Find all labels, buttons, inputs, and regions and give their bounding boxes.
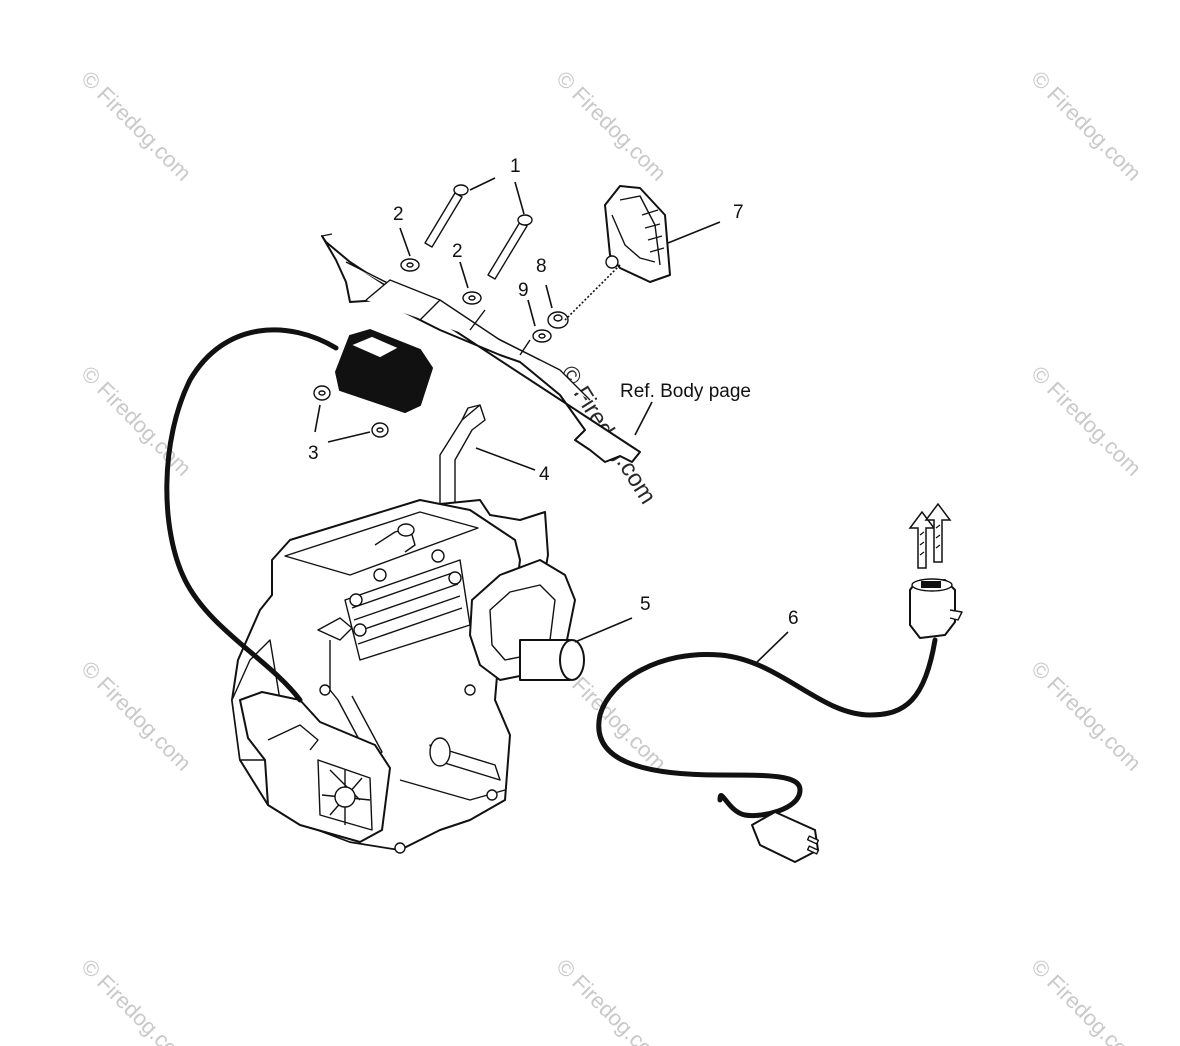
nut-upper <box>313 385 331 401</box>
watermark: © Firedog.com <box>551 66 671 186</box>
watermark: © Firedog.com <box>76 66 196 186</box>
starter-button-icon <box>604 185 671 283</box>
screw-right <box>487 214 533 280</box>
nut-8 <box>547 311 569 329</box>
screw-left <box>424 184 469 248</box>
callout-1: 1 <box>510 156 521 177</box>
watermark: © Firedog.com <box>76 361 196 481</box>
leader-lines <box>314 177 789 666</box>
watermark: © Firedog.com <box>76 954 196 1046</box>
watermark: © Firedog.com <box>1026 361 1146 481</box>
washer-9 <box>532 329 552 343</box>
double-up-arrow-icon <box>908 502 952 569</box>
callout-labels: 1 2 2 3 4 5 6 7 8 9 Ref. Body page <box>308 156 799 629</box>
electric-starter-icon <box>239 691 391 843</box>
callout-6: 6 <box>788 608 799 629</box>
watermark: © Firedog.com <box>76 656 196 776</box>
callout-2: 2 <box>452 241 463 262</box>
watermark: © Firedog.com <box>1026 656 1146 776</box>
nut-lower <box>371 422 389 438</box>
starter-lever <box>439 404 486 506</box>
starter-motor-block <box>334 328 434 414</box>
watermark: © Firedog.com <box>551 954 671 1046</box>
callout-9: 9 <box>518 280 529 301</box>
callout-3: 3 <box>308 443 319 464</box>
watermark: © Firedog.com <box>1026 66 1146 186</box>
callout-8: 8 <box>536 256 547 277</box>
callout-7: 7 <box>733 202 744 223</box>
starter-wire <box>164 327 339 703</box>
extension-cord-icon <box>596 578 963 863</box>
mounting-bracket <box>321 233 641 463</box>
washer-left <box>400 258 420 272</box>
callout-5: 5 <box>640 594 651 615</box>
washer-right <box>462 291 482 305</box>
callout-2: 2 <box>393 204 404 225</box>
reference-note: Ref. Body page <box>620 381 751 402</box>
watermark: © Firedog.com <box>1026 954 1146 1046</box>
callout-4: 4 <box>539 464 550 485</box>
